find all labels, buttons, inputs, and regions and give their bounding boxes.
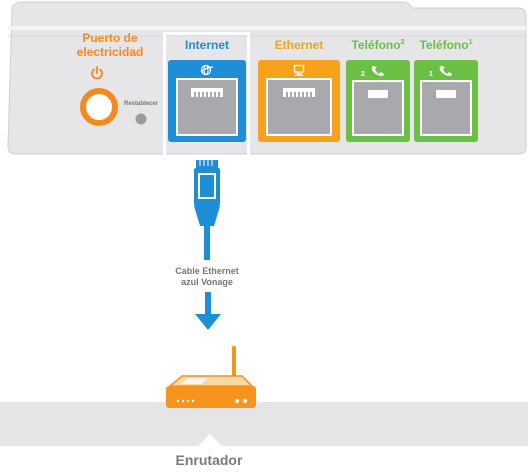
cable-label-line1: Cable Ethernet bbox=[175, 266, 239, 276]
power-icon bbox=[91, 66, 103, 80]
power-port-label: Puerto de electricidad bbox=[60, 31, 160, 59]
phone2-label-text: Teléfono bbox=[351, 38, 401, 52]
reset-label: Restablecer bbox=[123, 101, 159, 107]
reset-button bbox=[135, 113, 147, 125]
pointer-triangle bbox=[198, 434, 222, 446]
router-label: Enrutador bbox=[175, 452, 243, 468]
computer-icon bbox=[293, 64, 305, 76]
phone1-superscript: 1 bbox=[468, 39, 473, 46]
cable-label: Cable Ethernet azul Vonage bbox=[168, 266, 246, 288]
router-icon bbox=[166, 346, 256, 408]
phone2-jack bbox=[352, 80, 404, 136]
ethernet-port bbox=[258, 60, 340, 142]
power-label-line2: electricidad bbox=[76, 45, 144, 59]
phone2-port: 2 bbox=[346, 60, 410, 142]
arrow-down-icon bbox=[195, 292, 221, 330]
phone-icon bbox=[439, 66, 452, 76]
cable-label-line2: azul Vonage bbox=[181, 277, 233, 287]
phone1-port: 1 bbox=[414, 60, 478, 142]
internet-port bbox=[168, 60, 246, 142]
floor-band bbox=[0, 402, 528, 446]
globe-icon bbox=[200, 64, 214, 76]
internet-port-label: Internet bbox=[184, 38, 229, 52]
power-label-line1: Puerto de bbox=[82, 31, 138, 45]
ethernet-jack bbox=[266, 78, 332, 136]
power-socket bbox=[80, 88, 118, 126]
ethernet-cable-plug bbox=[194, 160, 220, 260]
phone1-jack bbox=[420, 80, 472, 136]
phone-icon bbox=[371, 66, 384, 76]
phone2-superscript: 2 bbox=[400, 39, 405, 46]
phone1-number: 1 bbox=[429, 71, 433, 78]
phone2-number: 2 bbox=[361, 71, 365, 78]
ethernet-port-label: Ethernet bbox=[274, 38, 324, 52]
phone1-port-label: Teléfono1 bbox=[413, 38, 479, 52]
internet-jack bbox=[176, 78, 238, 136]
phone1-label-text: Teléfono bbox=[419, 38, 469, 52]
phone2-port-label: Teléfono2 bbox=[345, 38, 411, 52]
